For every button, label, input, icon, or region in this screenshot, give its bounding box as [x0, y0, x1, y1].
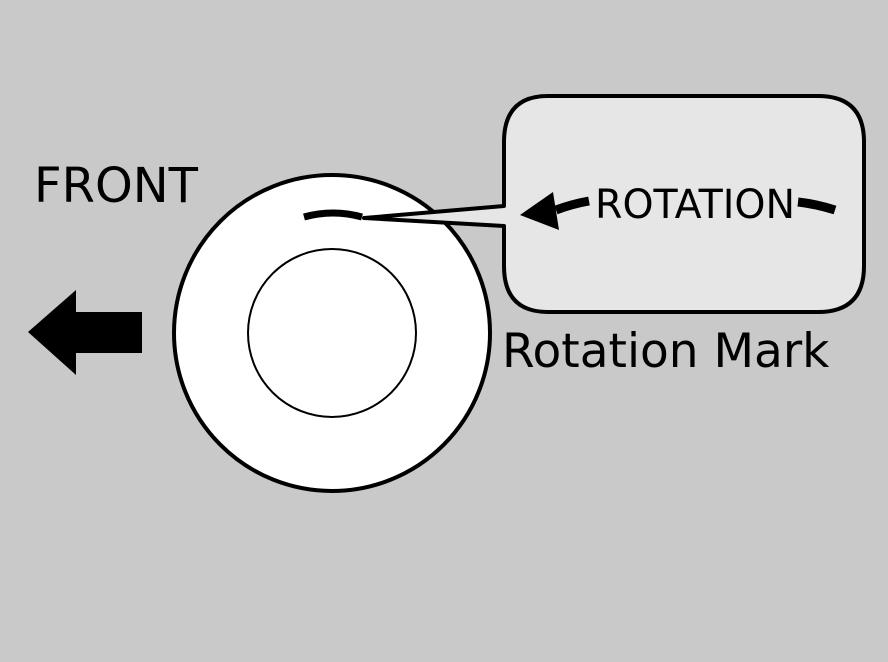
- arrow-left-icon: [520, 192, 590, 230]
- tire-inner-circle: [247, 248, 417, 418]
- rotation-mark-label: Rotation Mark: [502, 324, 830, 379]
- front-label: FRONT: [34, 158, 198, 214]
- rotation-tail-mark: [797, 197, 837, 215]
- rotation-mark: [303, 209, 363, 221]
- callout-box: [362, 94, 866, 314]
- callout-text: ROTATION: [595, 182, 795, 228]
- front-arrow-icon: [28, 290, 142, 375]
